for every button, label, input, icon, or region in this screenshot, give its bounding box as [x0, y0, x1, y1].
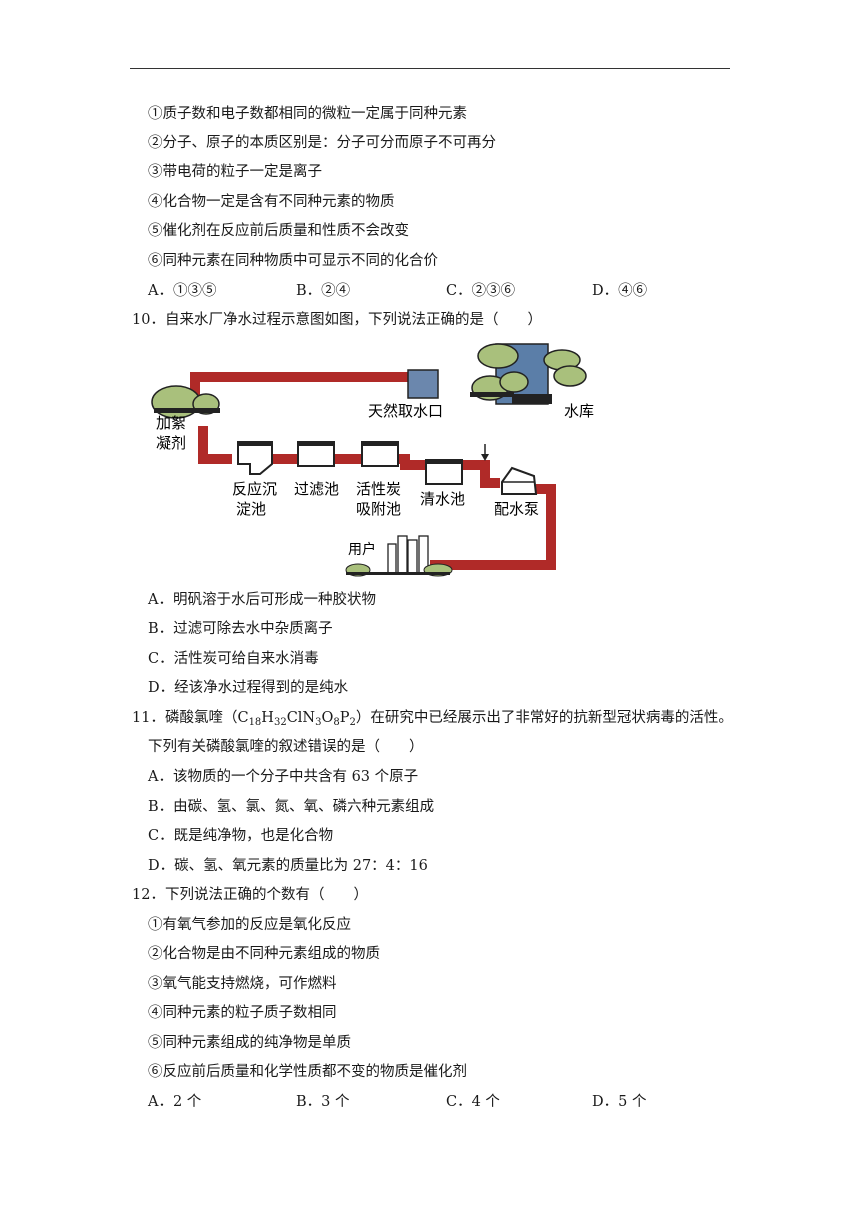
q12-stem: 12．下列说法正确的个数有（ ） [132, 887, 368, 903]
pump-icon [501, 466, 538, 495]
user-buildings [345, 535, 453, 577]
q12-statement-1: ①有氧气参加的反应是氧化反应 [148, 917, 351, 933]
label-reservoir: 水库 [564, 402, 594, 420]
formula-element: P [339, 710, 350, 726]
q9-option-d[interactable]: D．④⑥ [592, 283, 648, 299]
q9-statement-2: ②分子、原子的本质区别是：分子可分而原子不可再分 [148, 135, 496, 151]
q11-stem-prefix: 11．磷酸氯喹（ [132, 710, 238, 726]
formula-subscript: 3 [315, 717, 322, 728]
formula-element: ClN [286, 710, 316, 726]
q11-stem-suffix: ）在研究中已经展示出了非常好的抗新型冠状病毒的活性。 [355, 710, 733, 726]
label-carbon-1: 活性炭 [356, 480, 401, 498]
q12-statement-5: ⑤同种元素组成的纯净物是单质 [148, 1035, 351, 1051]
q12-statement-4: ④同种元素的粒子质子数相同 [148, 1005, 337, 1021]
q10-stem: 10．自来水厂净水过程示意图如图，下列说法正确的是（ ） [132, 312, 542, 328]
intake-box [407, 369, 439, 399]
q11-stem: 11．磷酸氯喹（C18H32ClN3O8P2）在研究中已经展示出了非常好的抗新型… [132, 708, 733, 728]
q9-statement-1: ①质子数和电子数都相同的微粒一定属于同种元素 [148, 106, 467, 122]
water-treatment-diagram: 天然取水口 水库 加絮 凝剂 反应沉 淀池 过滤池 活性炭 吸附池 清水池 配水… [151, 343, 594, 577]
q9-option-b[interactable]: B．②④ [296, 283, 351, 299]
label-user: 用户 [348, 541, 376, 558]
q9-statement-5: ⑤催化剂在反应前后质量和性质不会改变 [148, 223, 409, 239]
q11-stem-line2: 下列有关磷酸氯喹的叙述错误的是（ ） [148, 739, 424, 755]
q11-option-c[interactable]: C．既是纯净物，也是化合物 [148, 828, 334, 844]
formula-element: O [321, 710, 334, 726]
label-sedimentation-2: 淀池 [236, 500, 266, 518]
formula-subscript: 8 [333, 717, 340, 728]
label-coagulant-2: 凝剂 [156, 434, 186, 452]
formula: C18H32ClN3O8P2 [237, 710, 356, 728]
q12-statement-3: ③氧气能支持燃烧，可作燃料 [148, 976, 337, 992]
q12-option-b[interactable]: B．3 个 [296, 1094, 350, 1110]
label-carbon-2: 吸附池 [356, 500, 401, 518]
tank-filter [297, 441, 335, 467]
tank-carbon [361, 441, 399, 467]
formula-element: C [237, 710, 249, 726]
q9-option-c[interactable]: C．②③⑥ [446, 283, 516, 299]
q12-option-c[interactable]: C．4 个 [446, 1094, 500, 1110]
q10-option-c[interactable]: C．活性炭可给自来水消毒 [148, 651, 319, 667]
formula-subscript: 32 [273, 717, 287, 728]
header-rule [130, 68, 730, 69]
q10-option-d[interactable]: D．经该净水过程得到的是纯水 [148, 680, 349, 696]
q9-statement-4: ④化合物一定是含有不同种元素的物质 [148, 194, 395, 210]
label-filter: 过滤池 [294, 480, 339, 498]
q12-statement-6: ⑥反应前后质量和化学性质都不变的物质是催化剂 [148, 1064, 467, 1080]
q9-statement-6: ⑥同种元素在同种物质中可显示不同的化合价 [148, 253, 438, 269]
tree-left [151, 385, 220, 419]
tank-sedimentation [237, 441, 273, 475]
formula-subscript: 2 [349, 717, 356, 728]
label-clear-water: 清水池 [420, 490, 465, 508]
label-sedimentation-1: 反应沉 [232, 480, 277, 498]
q10-option-a[interactable]: A．明矾溶于水后可形成一种胶状物 [148, 592, 376, 608]
tank-clear-water [425, 459, 463, 485]
q12-statement-2: ②化合物是由不同种元素组成的物质 [148, 946, 380, 962]
label-coagulant-1: 加絮 [156, 414, 186, 432]
q11-option-a[interactable]: A．该物质的一个分子中共含有 63 个原子 [148, 769, 419, 785]
q11-option-b[interactable]: B．由碳、氢、氯、氮、氧、磷六种元素组成 [148, 799, 435, 815]
q12-option-d[interactable]: D．5 个 [592, 1094, 647, 1110]
label-intake: 天然取水口 [368, 402, 443, 420]
q9-statement-3: ③带电荷的粒子一定是离子 [148, 164, 322, 180]
q12-option-a[interactable]: A．2 个 [148, 1094, 202, 1110]
q9-option-a[interactable]: A．①③⑤ [148, 283, 217, 299]
formula-subscript: 18 [248, 717, 262, 728]
label-pump: 配水泵 [494, 500, 539, 518]
reservoir-icon [470, 343, 587, 405]
formula-element: H [261, 710, 274, 726]
q11-option-d[interactable]: D．碳、氢、氧元素的质量比为 27：4：16 [148, 858, 428, 874]
q10-option-b[interactable]: B．过滤可除去水中杂质离子 [148, 621, 333, 637]
down-arrow-icon [481, 444, 489, 461]
